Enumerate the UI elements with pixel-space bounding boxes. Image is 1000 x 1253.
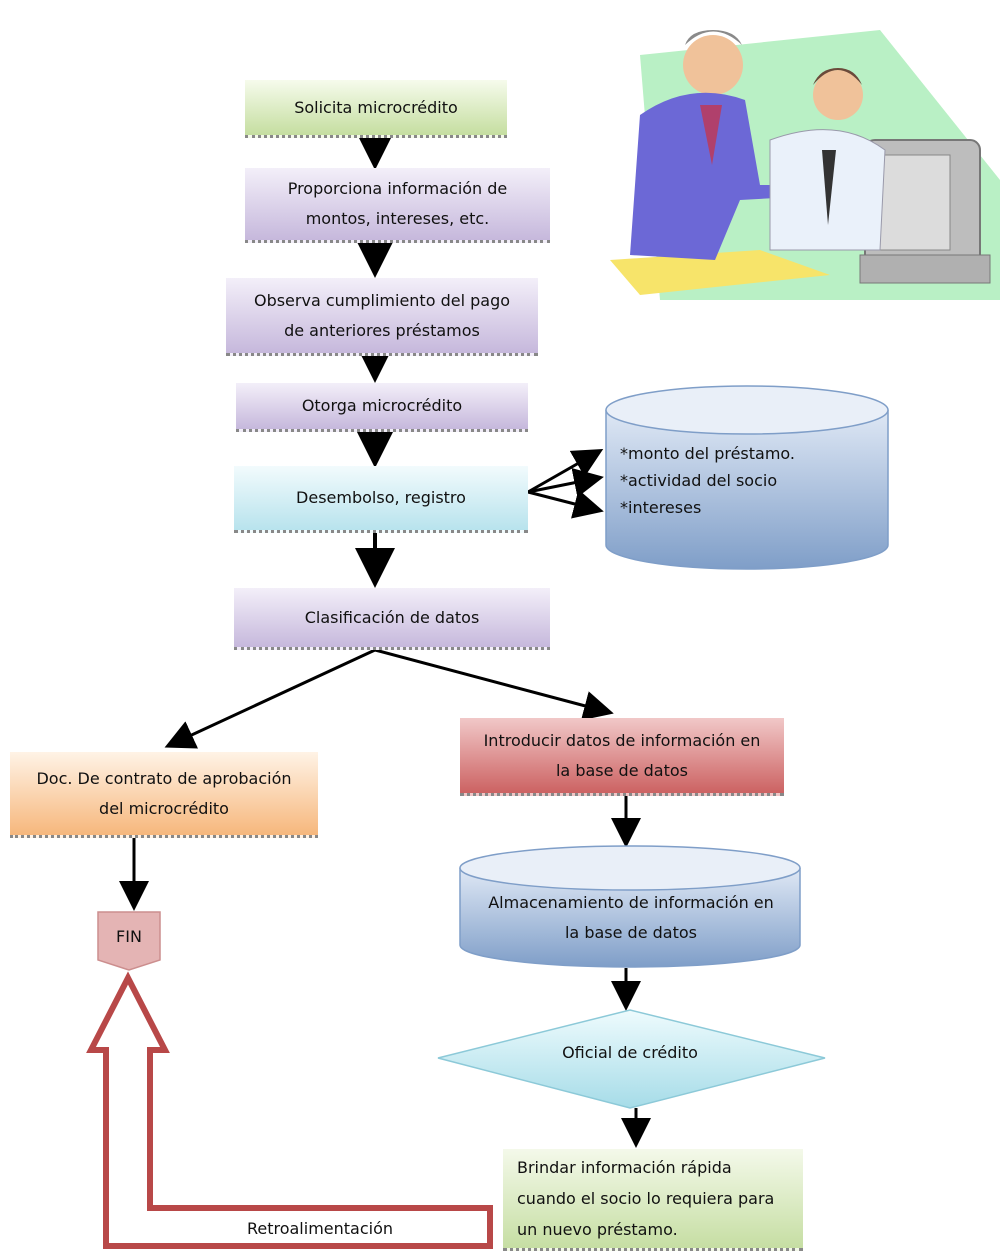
registro-item-actividad: *actividad del socio bbox=[620, 471, 778, 490]
oficial-credito-label: Oficial de crédito bbox=[562, 1043, 698, 1062]
node-solicita-microcredito: Solicita microcrédito bbox=[245, 80, 507, 138]
node-proporciona-informacion: Proporciona información de montos, inter… bbox=[245, 168, 550, 243]
registro-item-monto: *monto del préstamo. bbox=[620, 444, 796, 463]
arrow-registro-intereses bbox=[527, 489, 604, 519]
node-introducir-datos: Introducir datos de información en la ba… bbox=[460, 718, 784, 796]
retroalimentacion-label: Retroalimentación bbox=[246, 1219, 394, 1238]
registro-item-intereses: *intereses bbox=[620, 498, 702, 517]
node-doc-contrato: Doc. De contrato de aprobación del micro… bbox=[10, 752, 318, 838]
fin-label: FIN bbox=[116, 927, 142, 946]
arrow-registro-actividad bbox=[527, 467, 604, 498]
registro-database-cylinder bbox=[605, 385, 889, 570]
oficial-decision-diamond bbox=[437, 1009, 826, 1109]
node-otorga-microcredito: Otorga microcrédito bbox=[236, 383, 528, 432]
node-observa-cumplimiento: Observa cumplimiento del pago de anterio… bbox=[226, 278, 538, 356]
node-clasificacion-datos: Clasificación de datos bbox=[234, 588, 550, 650]
almacenamiento-database-cylinder bbox=[459, 845, 801, 968]
arrow-clasificacion-doc bbox=[164, 648, 376, 749]
arrow-registro-monto bbox=[527, 449, 604, 494]
arrow-clasificacion-introducir bbox=[374, 648, 614, 721]
office-workers-clipart-icon bbox=[610, 30, 1000, 300]
feedback-arrow-shape bbox=[86, 971, 493, 1249]
fin-terminator-shape bbox=[97, 911, 161, 971]
node-desembolso-registro: Desembolso, registro bbox=[234, 466, 528, 533]
registro-db-items: *monto del préstamo. *actividad del soci… bbox=[620, 440, 880, 521]
node-brindar-informacion: Brindar información rápida cuando el soc… bbox=[503, 1149, 803, 1251]
almacenamiento-label: Almacenamiento de información en la base… bbox=[488, 893, 774, 942]
